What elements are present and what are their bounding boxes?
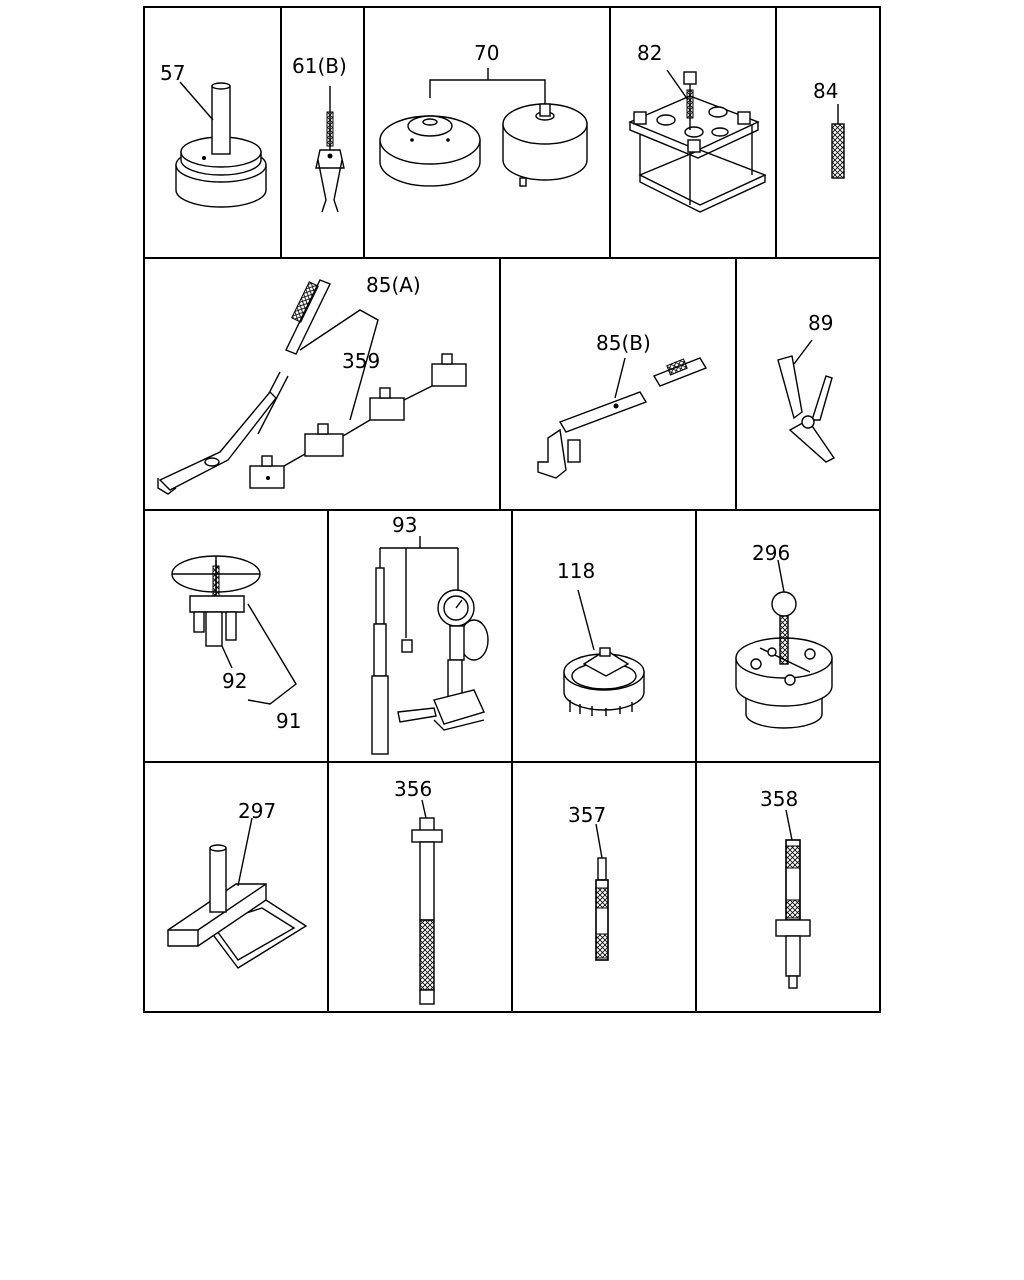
callout-93: 93	[392, 513, 417, 537]
tool-85b-drawing	[537, 357, 708, 479]
callout-85b: 85(B)	[596, 331, 651, 355]
tool-61b-drawing	[315, 86, 345, 213]
tool-296-drawing	[735, 559, 833, 729]
tool-297-drawing	[167, 817, 308, 969]
callout-357: 357	[568, 803, 606, 827]
tool-358-drawing	[775, 809, 811, 989]
callout-91: 91	[276, 709, 301, 733]
callout-70: 70	[474, 41, 499, 65]
tool-82-drawing	[628, 69, 767, 213]
callout-57: 57	[160, 61, 185, 85]
callout-85a: 85(A)	[366, 273, 421, 297]
tool-85a-drawing	[157, 279, 467, 495]
diagram-grid	[143, 6, 881, 1013]
tool-118-drawing	[563, 589, 645, 716]
tool-84-drawing	[831, 104, 845, 179]
callout-92: 92	[222, 669, 247, 693]
leader-57	[179, 81, 214, 121]
tool-89-drawing	[777, 339, 836, 463]
callout-296: 296	[752, 541, 790, 565]
callout-118: 118	[557, 559, 595, 583]
tool-357-drawing	[595, 823, 609, 961]
tool-93-drawing	[371, 536, 489, 755]
tool-356-drawing	[411, 799, 443, 1005]
leader-82	[666, 69, 689, 101]
callout-84: 84	[813, 79, 838, 103]
callout-356: 356	[394, 777, 432, 801]
tool-70-drawing	[379, 68, 588, 187]
callout-61b: 61(B)	[292, 54, 347, 78]
tool-57-drawing	[175, 81, 267, 208]
callout-82: 82	[637, 41, 662, 65]
callout-297: 297	[238, 799, 276, 823]
callout-89: 89	[808, 311, 833, 335]
tool-92-drawing	[171, 555, 297, 705]
callout-358: 358	[760, 787, 798, 811]
callout-359: 359	[342, 349, 380, 373]
